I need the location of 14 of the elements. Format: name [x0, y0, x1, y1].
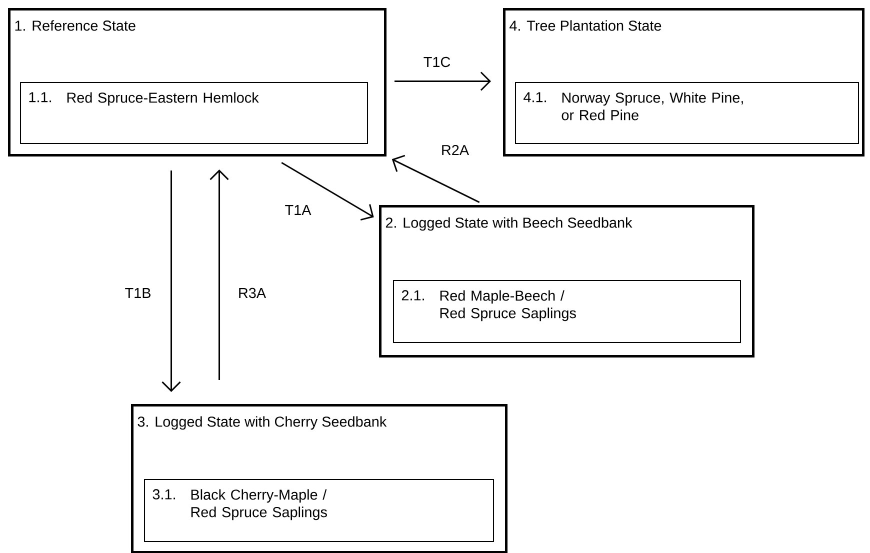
arrow: [392, 154, 480, 204]
arrow: [162, 170, 181, 392]
edge-label: T1A: [284, 204, 312, 216]
community-box: 4.1. Norway Spruce, White Pine, or Red Pine: [515, 82, 859, 144]
community-box: 1.1. Red Spruce-Eastern Hemlock: [20, 82, 368, 144]
arrow: [394, 72, 491, 91]
community-box: 3.1. Black Cherry-Maple / Red Spruce Saplings: [144, 479, 494, 542]
arrow: [210, 170, 229, 380]
edge-label: R3A: [236, 286, 268, 300]
edge-label: R2A: [440, 144, 470, 156]
arrow: [281, 162, 374, 221]
edge-label: T1C: [422, 56, 452, 68]
edge-label: T1B: [124, 287, 152, 299]
community-box: 2.1. Red Maple-Beech / Red Spruce Saplings: [393, 280, 741, 343]
